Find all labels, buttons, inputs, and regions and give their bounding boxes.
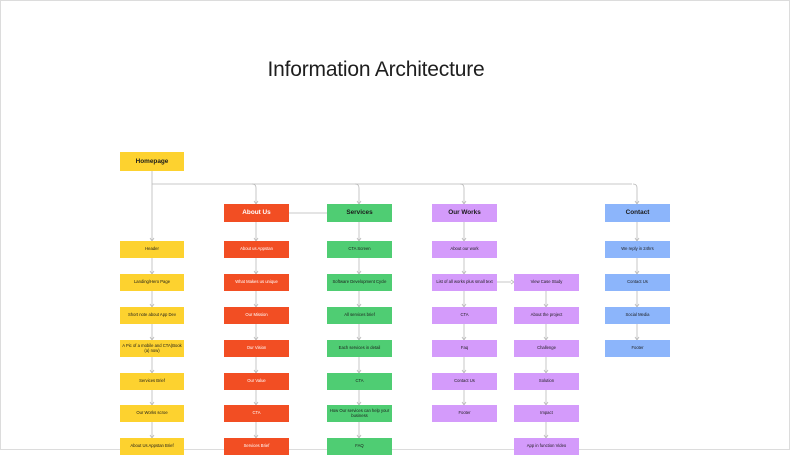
node-our-works[interactable]: Our Works xyxy=(432,204,497,222)
case-node-video[interactable]: App in function Video xyxy=(514,438,579,455)
works-node-about[interactable]: About our work xyxy=(432,241,497,258)
works-node-footer[interactable]: Footer xyxy=(432,405,497,422)
about-node-appstan[interactable]: About us Appstan xyxy=(224,241,289,258)
case-node-impact[interactable]: Impact xyxy=(514,405,579,422)
home-node-landing[interactable]: Landing/Hero Page xyxy=(120,274,184,291)
about-node-cta[interactable]: CTA xyxy=(224,405,289,422)
about-node-vision[interactable]: Our Vision xyxy=(224,340,289,357)
home-node-services-brief[interactable]: Services Brief xyxy=(120,373,184,390)
works-node-list[interactable]: List of all works plus small text xyxy=(432,274,497,291)
services-node-detail[interactable]: Each services in detail xyxy=(327,340,392,357)
contact-node-social[interactable]: Social Media xyxy=(605,307,670,324)
services-node-cta[interactable]: CTA xyxy=(327,373,392,390)
case-node-solution[interactable]: Solution xyxy=(514,373,579,390)
connector-curve xyxy=(632,183,638,189)
case-node-view[interactable]: View Case Study xyxy=(514,274,579,291)
services-node-faq[interactable]: FAQ xyxy=(327,438,392,455)
works-node-cta[interactable]: CTA xyxy=(432,307,497,324)
about-node-mission[interactable]: Our Mission xyxy=(224,307,289,324)
home-node-about-brief[interactable]: About Us Appstan Brief xyxy=(120,438,184,455)
services-node-dev-cycle[interactable]: Software Development Cycle xyxy=(327,274,392,291)
contact-node-footer[interactable]: Footer xyxy=(605,340,670,357)
works-node-contact[interactable]: Contact Us xyxy=(432,373,497,390)
connector-curve xyxy=(251,183,257,189)
case-node-about-project[interactable]: About the project xyxy=(514,307,579,324)
node-about-us[interactable]: About Us xyxy=(224,204,289,222)
page-title: Information Architecture xyxy=(267,58,485,81)
home-node-our-works[interactable]: Our Works scroe xyxy=(120,405,184,422)
about-node-value[interactable]: Our Value xyxy=(224,373,289,390)
about-node-services-brief[interactable]: Services Brief xyxy=(224,438,289,455)
connector-curve xyxy=(459,183,465,189)
contact-node-reply[interactable]: We reply in 24hrs xyxy=(605,241,670,258)
home-node-header[interactable]: Header xyxy=(120,241,184,258)
node-homepage[interactable]: Homepage xyxy=(120,152,184,171)
home-node-mobile-cta[interactable]: A Pic of a mobile and CTA(Book (a) now) xyxy=(120,340,184,357)
node-services[interactable]: Services xyxy=(327,204,392,222)
case-node-challenge[interactable]: Challenge xyxy=(514,340,579,357)
services-node-help-business[interactable]: How Our services can help your business xyxy=(327,405,392,422)
about-node-unique[interactable]: What Makes us unique xyxy=(224,274,289,291)
node-contact[interactable]: Contact xyxy=(605,204,670,222)
contact-node-contact-us[interactable]: Contact Us xyxy=(605,274,670,291)
connector-curve xyxy=(354,183,360,189)
services-node-cta-screen[interactable]: CTA Screen xyxy=(327,241,392,258)
works-node-faq[interactable]: Faq xyxy=(432,340,497,357)
services-node-all-brief[interactable]: All services brief xyxy=(327,307,392,324)
home-node-short-note[interactable]: Short note about App Dev xyxy=(120,307,184,324)
